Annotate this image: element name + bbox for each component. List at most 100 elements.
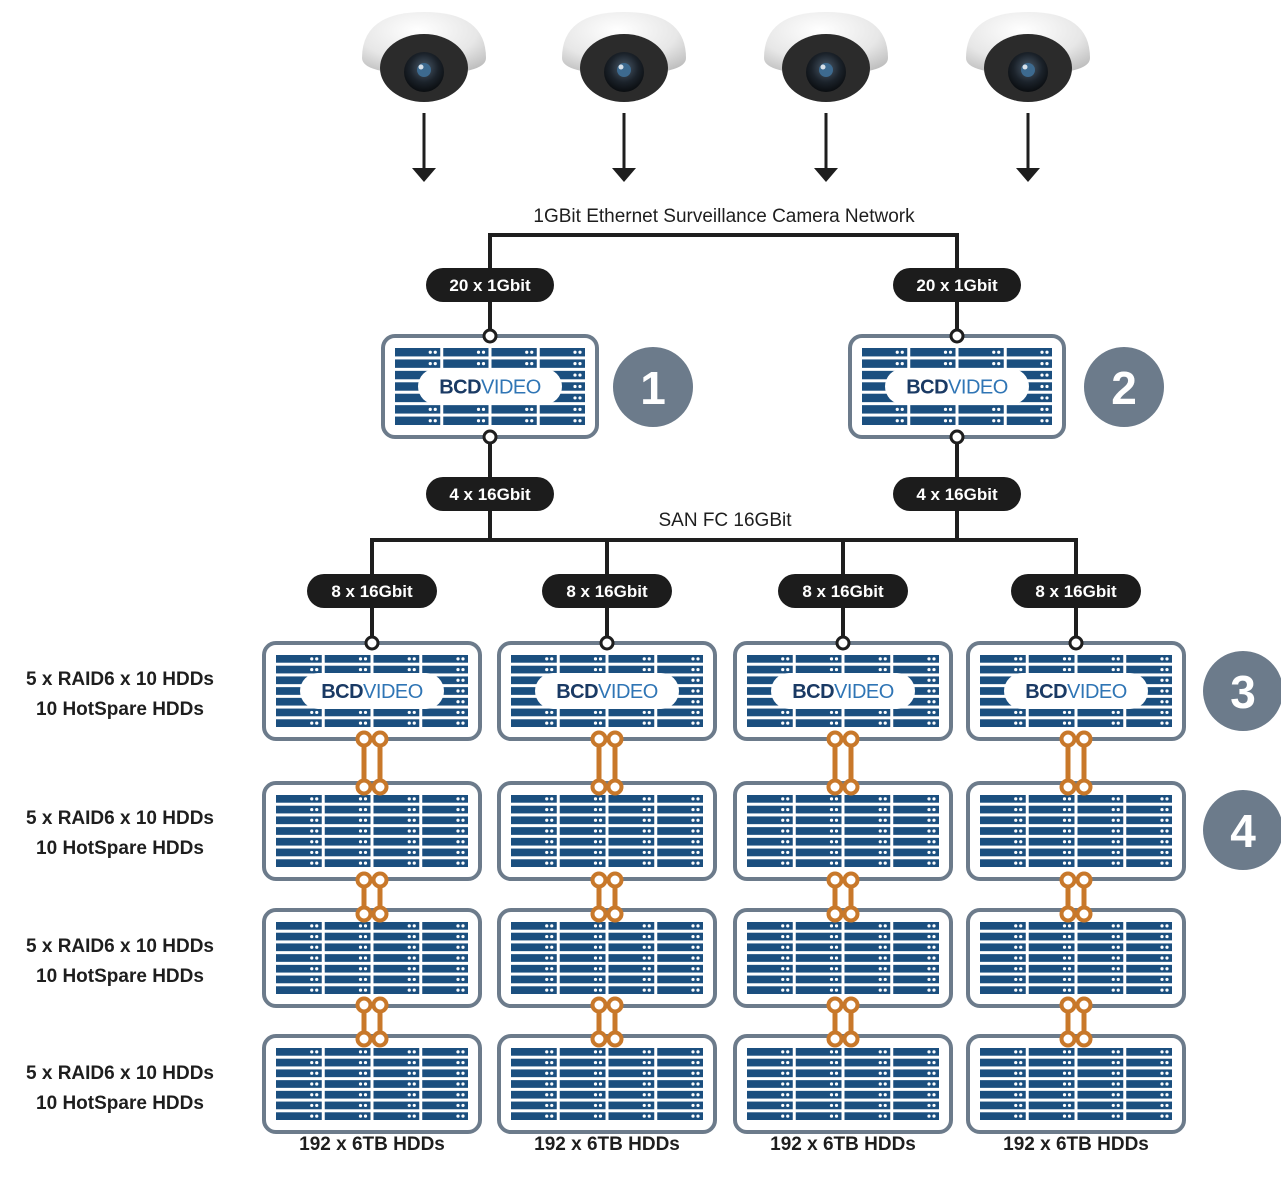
drive-led xyxy=(927,945,931,949)
ethernet-network-label: 1GBit Ethernet Surveillance Camera Netwo… xyxy=(533,206,915,227)
drive-bay xyxy=(1077,816,1124,825)
drive-led xyxy=(642,924,646,928)
drive-led xyxy=(647,818,651,822)
drive-bay xyxy=(511,848,557,857)
drive-bay xyxy=(422,1048,468,1056)
drive-led xyxy=(412,840,416,844)
drive-led xyxy=(883,861,887,865)
drive-led xyxy=(1067,1060,1072,1065)
drive-bay xyxy=(795,859,842,867)
drive-bay xyxy=(511,687,557,695)
drive-led xyxy=(883,807,887,812)
drive-bay xyxy=(608,1069,655,1078)
drive-bay xyxy=(1126,719,1172,727)
drive-bay xyxy=(980,827,1026,835)
drive-led xyxy=(310,797,314,801)
drive-led xyxy=(550,988,554,992)
drive-led xyxy=(1165,988,1169,992)
drive-led xyxy=(878,956,882,960)
badge-number: 2 xyxy=(1111,362,1137,414)
drive-led xyxy=(412,818,416,822)
drive-led xyxy=(407,710,411,715)
drive-bay xyxy=(559,1069,606,1078)
drive-bay xyxy=(910,416,956,425)
drive-bay xyxy=(1126,1090,1172,1099)
drive-bay xyxy=(844,1069,891,1078)
drive-led xyxy=(696,945,700,949)
drive-bay xyxy=(844,964,891,973)
drive-led xyxy=(1116,829,1120,833)
drive-bay xyxy=(276,986,322,994)
drive-led xyxy=(1062,667,1067,672)
drive-led xyxy=(1014,710,1018,715)
storage-shelf xyxy=(966,1034,1186,1134)
drive-led xyxy=(456,818,460,822)
drive-led xyxy=(598,1103,603,1108)
drive-led xyxy=(642,861,646,865)
chain-node xyxy=(1059,996,1077,1014)
chain-node xyxy=(826,871,844,889)
drive-bay xyxy=(980,655,1026,663)
chain-node xyxy=(371,730,389,748)
logo-bold-part: BCD xyxy=(792,681,834,703)
drive-led xyxy=(310,934,314,939)
drive-led xyxy=(598,988,603,992)
drive-bay xyxy=(373,837,420,846)
drive-led xyxy=(407,850,411,855)
drive-led xyxy=(1019,829,1023,833)
daisy-chain-connector-icon xyxy=(590,871,624,923)
drive-bay xyxy=(373,665,420,674)
drive-led xyxy=(1111,956,1115,960)
drive-led xyxy=(1019,977,1023,982)
chain-node xyxy=(590,905,608,923)
drive-led xyxy=(1160,934,1164,939)
drive-led xyxy=(883,797,887,801)
drive-led xyxy=(407,667,411,672)
drive-bay xyxy=(1006,382,1052,391)
camera-arrows xyxy=(412,113,1040,182)
drive-led xyxy=(456,1050,460,1054)
drive-led xyxy=(781,807,785,812)
drive-led xyxy=(883,1050,887,1054)
drive-led xyxy=(1160,1093,1164,1097)
drive-led xyxy=(932,861,936,865)
drive-led xyxy=(545,840,549,844)
drive-led xyxy=(932,924,936,928)
drive-bay xyxy=(657,1058,703,1067)
drive-bay xyxy=(1028,1112,1075,1120)
drive-led xyxy=(829,721,834,725)
drive-bay xyxy=(559,1058,606,1067)
drive-led xyxy=(829,818,834,822)
drive-led xyxy=(1067,977,1072,982)
drive-led xyxy=(407,1082,411,1086)
drive-led xyxy=(1165,667,1169,672)
drive-bay xyxy=(276,964,322,973)
drive-led xyxy=(781,861,785,865)
drive-led xyxy=(878,1071,882,1075)
drive-bay xyxy=(511,827,557,835)
drive-led xyxy=(878,924,882,928)
drive-bay xyxy=(373,1080,420,1088)
drive-led xyxy=(696,1093,700,1097)
drive-bay xyxy=(795,1112,842,1120)
daisy-chain-connector-icon xyxy=(826,730,860,796)
drive-led xyxy=(878,721,882,725)
drive-bay xyxy=(1077,954,1124,962)
drive-led xyxy=(932,710,936,715)
drive-led xyxy=(829,840,834,844)
drive-bay xyxy=(608,1090,655,1099)
drive-led xyxy=(691,818,695,822)
drive-led xyxy=(1165,861,1169,865)
drive-led xyxy=(456,1060,460,1065)
drive-led xyxy=(878,710,882,715)
drive-bay xyxy=(1006,370,1052,380)
drive-led xyxy=(642,840,646,844)
drive-led xyxy=(1111,934,1115,939)
drive-led xyxy=(883,657,887,661)
drive-bay xyxy=(657,1048,703,1056)
drive-led xyxy=(545,797,549,801)
drive-led xyxy=(481,350,486,354)
drive-led xyxy=(992,419,996,423)
drive-led xyxy=(310,1103,314,1108)
drive-led xyxy=(829,945,834,949)
